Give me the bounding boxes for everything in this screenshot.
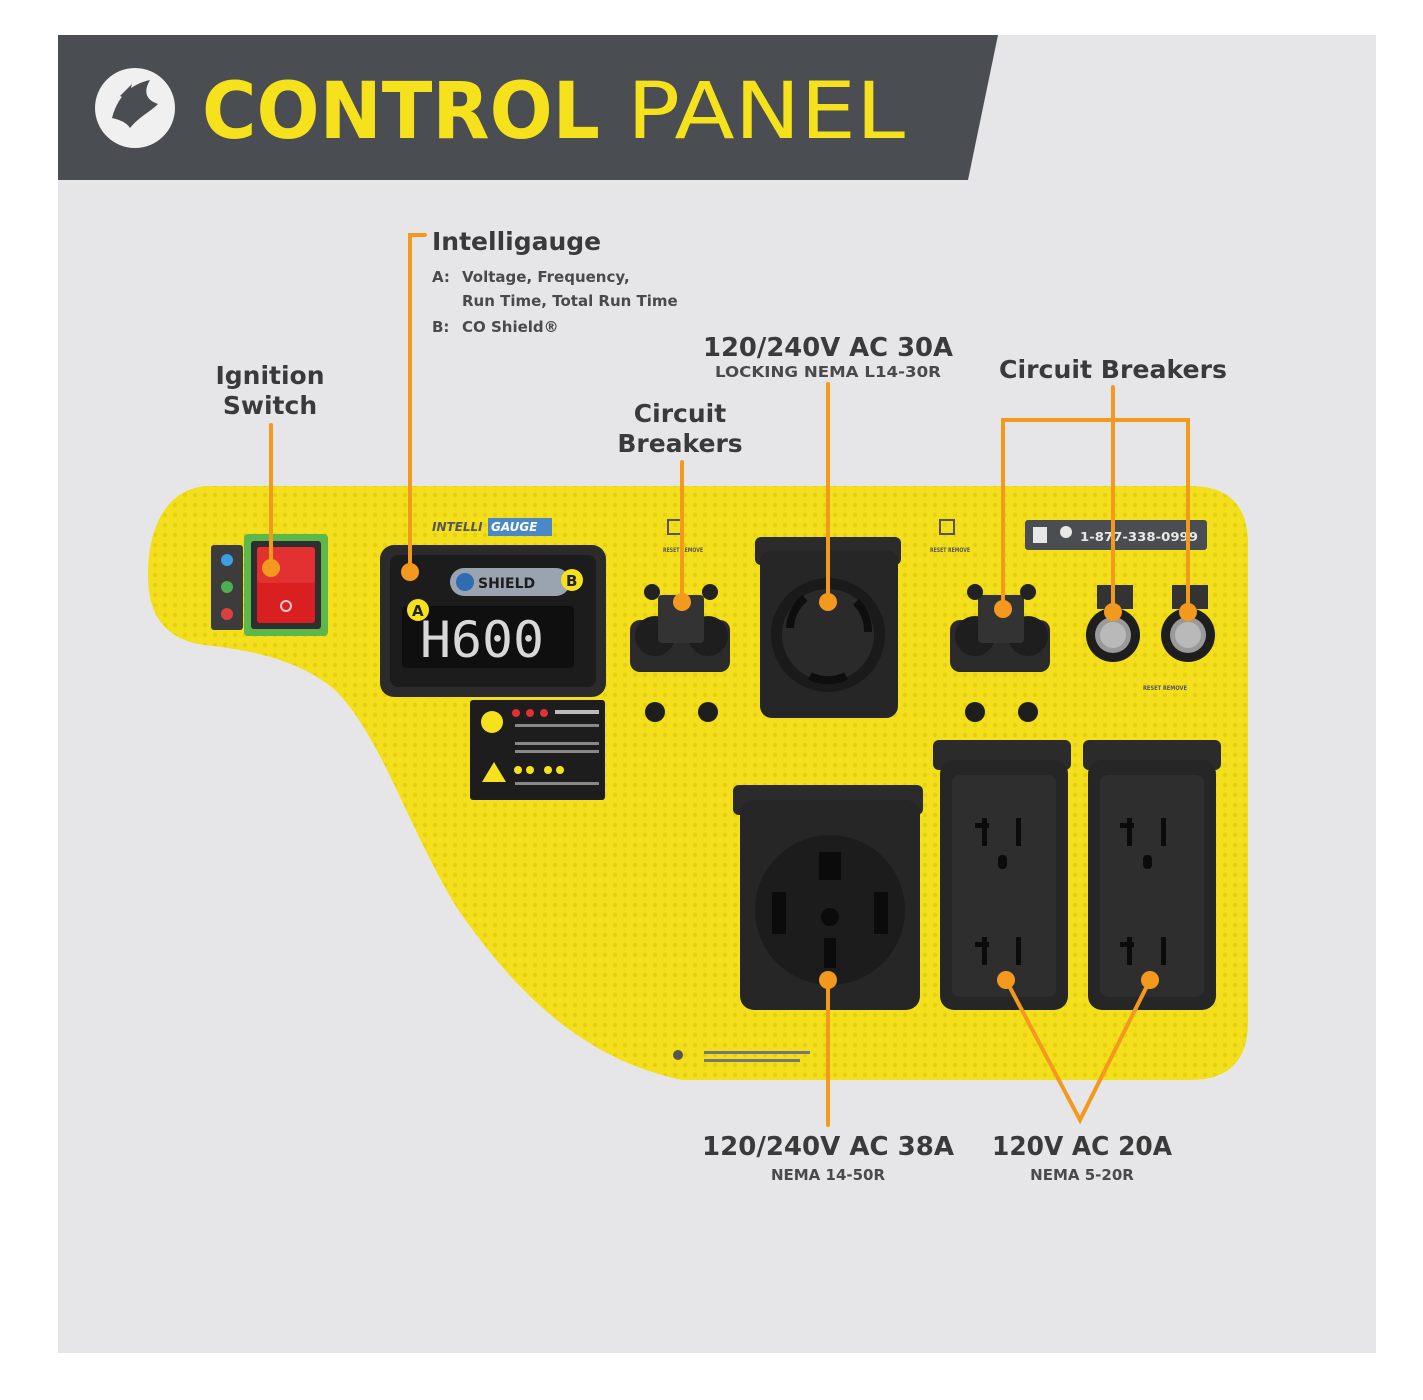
callout-intelligauge-b-key: B:: [432, 318, 449, 336]
push-breaker-2[interactable]: [1161, 585, 1215, 662]
callout-outlet-50a-subtitle: NEMA 14-50R: [771, 1166, 886, 1184]
callout-intelligauge-a-line2: Run Time, Total Run Time: [462, 292, 678, 310]
callout-intelligauge-a-line1: Voltage, Frequency,: [462, 268, 630, 286]
callout-intelligauge-title: Intelligauge: [432, 227, 601, 256]
intelligauge-brand-b: GAUGE: [491, 520, 538, 534]
callout-breakers-right-title: Circuit Breakers: [999, 355, 1227, 384]
warning-label: [470, 700, 605, 800]
callout-dots: [262, 559, 1197, 989]
callout-breakers-left-line2: Breakers: [617, 429, 742, 458]
reset-remove-push: RESET REMOVE: [1143, 685, 1187, 692]
callout-outlet-20a-title: 120V AC 20A: [992, 1132, 1172, 1162]
callout-ignition-line1: Ignition: [215, 361, 324, 390]
header-band: [58, 35, 998, 180]
callout-outlet-50a-title: 120/240V AC 38A: [702, 1132, 954, 1162]
callout-intelligauge-a-key: A:: [432, 268, 450, 286]
callout-ignition-line2: Switch: [223, 391, 317, 420]
outlet-30a-locking[interactable]: [755, 537, 901, 718]
support-phone: 1-877-338-0999: [1080, 530, 1198, 544]
intelligauge-brand-a: INTELLI: [432, 520, 483, 534]
svg-text:B: B: [566, 572, 577, 590]
panel-footnote-graphic: [673, 1050, 810, 1062]
champion-logo-icon: [95, 68, 175, 148]
callout-breakers-left-line1: Circuit: [634, 399, 726, 428]
callout-outlet-30a-title: 120/240V AC 30A: [703, 333, 953, 363]
header-title-light: PANEL: [627, 67, 906, 157]
push-breaker-1[interactable]: [1086, 585, 1140, 662]
outlet-20a-1[interactable]: [933, 740, 1071, 1010]
callout-outlet-20a-subtitle: NEMA 5-20R: [1030, 1166, 1134, 1184]
marker-a: A: [407, 599, 429, 621]
outlet-50a[interactable]: [733, 785, 923, 1010]
intelligauge-display: INTELLI GAUGE SHIELD H600: [380, 518, 606, 697]
marker-b: B: [561, 569, 583, 591]
circuit-breakers-right-pair[interactable]: RESET REMOVE: [930, 519, 1050, 722]
callout-outlet-30a-subtitle: LOCKING NEMA L14-30R: [715, 363, 941, 381]
lcd-reading: H600: [420, 611, 544, 669]
support-phone-label: 1-877-338-0999: [1025, 520, 1207, 550]
header-title-bold: CONTROL: [202, 67, 600, 157]
svg-text:A: A: [412, 602, 424, 620]
co-shield-label: SHIELD: [478, 576, 535, 592]
reset-remove-right: RESET REMOVE: [930, 547, 970, 554]
callout-lines: [269, 233, 1190, 1127]
outlet-20a-2[interactable]: [1083, 740, 1221, 1010]
callout-intelligauge-b-line: CO Shield®: [462, 318, 559, 336]
circuit-breakers-left[interactable]: RESET REMOVE: [630, 519, 730, 722]
